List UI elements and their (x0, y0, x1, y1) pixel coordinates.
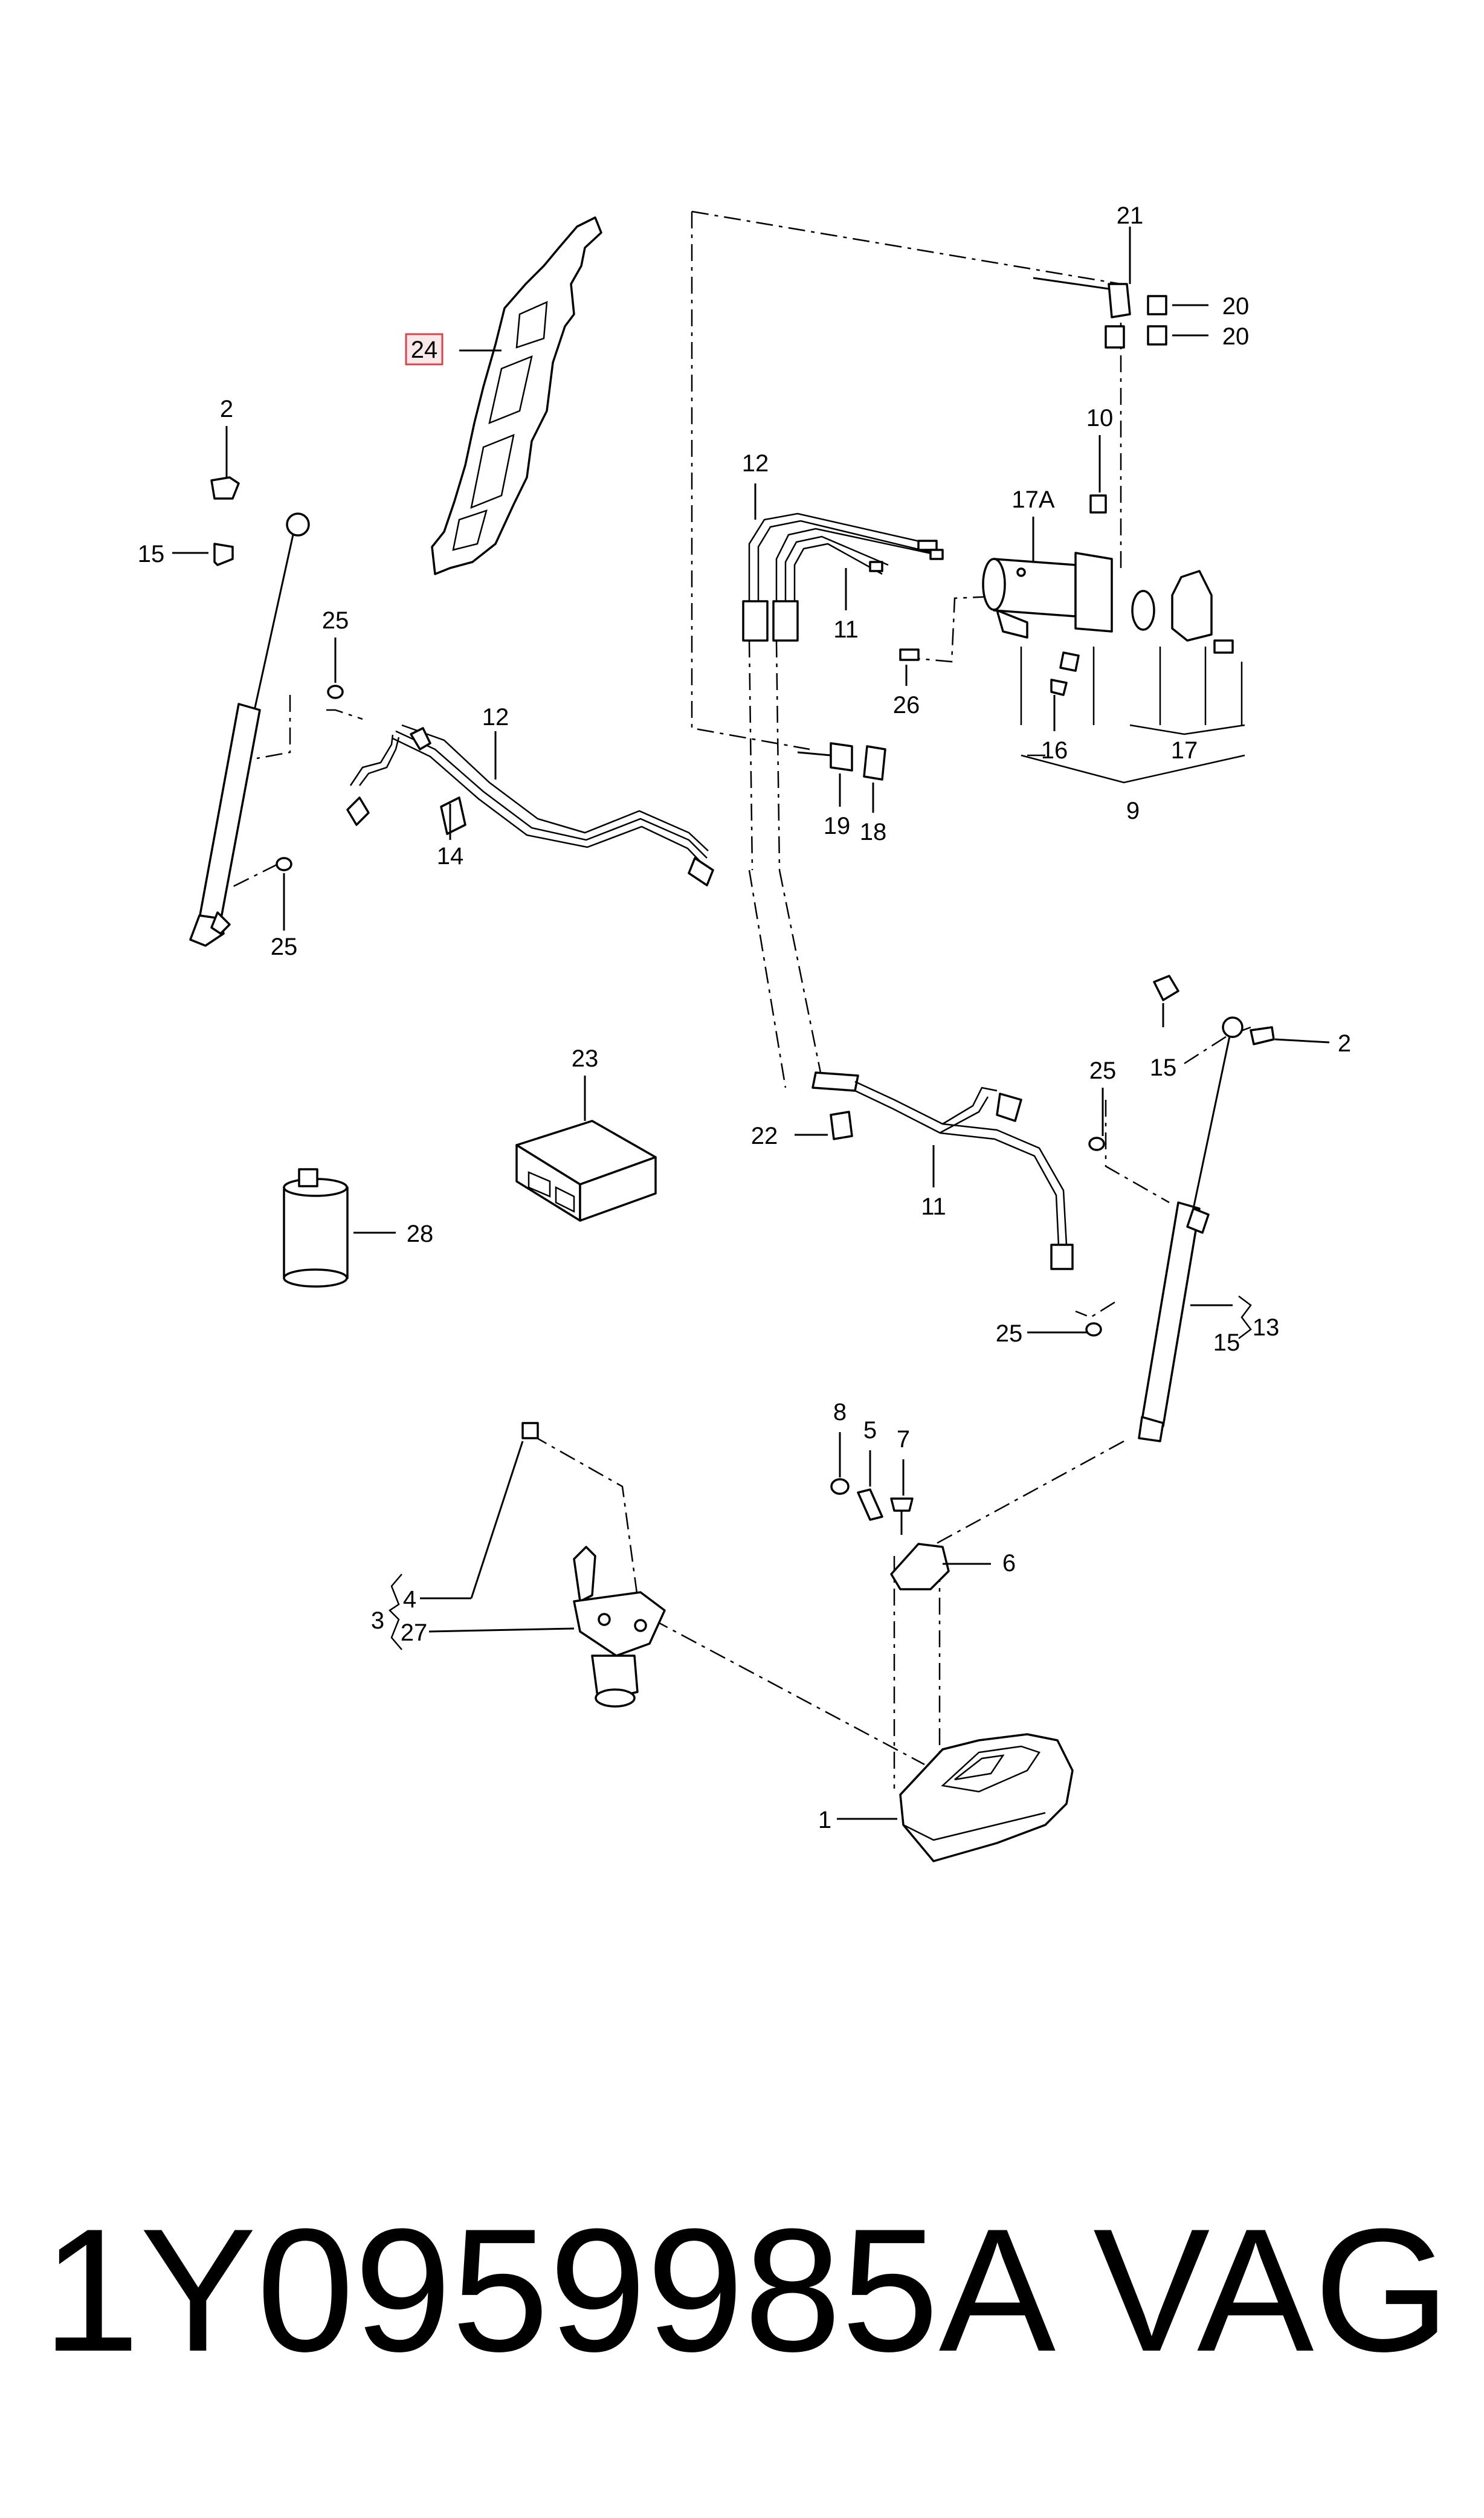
left-gas-strut (189, 476, 344, 947)
brand-name: VAG (1093, 2192, 1450, 2388)
base-bracket-1 (899, 1733, 1074, 1862)
callout-22: 22 (751, 1123, 778, 1149)
callout-26: 26 (893, 692, 920, 718)
part-number: 1Y0959985A (42, 2192, 1056, 2388)
small-hardware (830, 1478, 950, 1590)
callout-17A: 17A (1011, 486, 1054, 513)
fittings-18-19 (797, 742, 886, 781)
callout-28: 28 (407, 1221, 434, 1247)
callout-3: 3 (371, 1607, 384, 1634)
callout-8: 8 (833, 1399, 847, 1425)
leader-lines (172, 227, 1330, 1820)
callout-25-lower-right: 25 (996, 1320, 1023, 1347)
callout-19: 19 (824, 813, 851, 839)
callout-20-lower: 20 (1222, 323, 1250, 350)
callout-5: 5 (863, 1417, 877, 1444)
callout-1: 1 (818, 1807, 831, 1833)
callout-24: 24 (411, 337, 438, 363)
callout-7: 7 (897, 1426, 910, 1453)
callout-13: 13 (1253, 1314, 1280, 1341)
assembly-guide-lines (229, 210, 1251, 1807)
hose-12-upper (346, 724, 714, 886)
callout-11-upper: 11 (833, 616, 859, 643)
callout-labels: 24 2 15 25 12 14 25 12 11 26 19 18 16 17… (138, 202, 1351, 1833)
callout-23: 23 (572, 1045, 599, 1072)
latch-assembly (521, 1422, 666, 1708)
fluid-can-28 (283, 1168, 349, 1288)
callout-25-upper-left: 25 (322, 607, 349, 634)
callout-17: 17 (1171, 737, 1198, 764)
group-braces (389, 647, 1252, 1650)
trim-panel-part-24 (431, 216, 602, 575)
callout-2-left: 2 (220, 396, 233, 422)
callout-21: 21 (1117, 202, 1144, 229)
callout-6: 6 (1002, 1550, 1016, 1577)
callout-25-middle: 25 (1089, 1057, 1117, 1084)
callout-10: 10 (1086, 405, 1114, 431)
callout-11-lower: 11 (921, 1193, 946, 1220)
callout-18: 18 (860, 819, 887, 845)
callout-12-right: 12 (742, 450, 769, 477)
callout-15-left: 15 (138, 541, 165, 567)
footer: 1Y0959985A VAG (42, 2200, 1450, 2381)
callout-20-upper: 20 (1222, 293, 1250, 320)
callout-25-lower-left: 25 (271, 934, 298, 960)
callout-16: 16 (1041, 737, 1068, 764)
hose-11-middle (811, 1071, 1105, 1337)
callout-15-lower-right: 15 (1213, 1329, 1240, 1356)
callout-27: 27 (401, 1619, 428, 1646)
highlight-box-24 (405, 333, 444, 366)
right-gas-strut (1138, 975, 1275, 1442)
control-unit-23 (515, 1120, 657, 1222)
connector-assembly-21 (1033, 277, 1167, 349)
callout-14: 14 (437, 843, 464, 870)
pump-unit (899, 494, 1234, 696)
callout-9: 9 (1126, 798, 1140, 824)
callout-12-left: 12 (482, 704, 509, 731)
hose-bundle-vertical (742, 512, 944, 642)
callout-2-right: 2 (1338, 1030, 1351, 1057)
callout-15-upper-right: 15 (1150, 1054, 1177, 1081)
callout-4: 4 (403, 1586, 416, 1613)
